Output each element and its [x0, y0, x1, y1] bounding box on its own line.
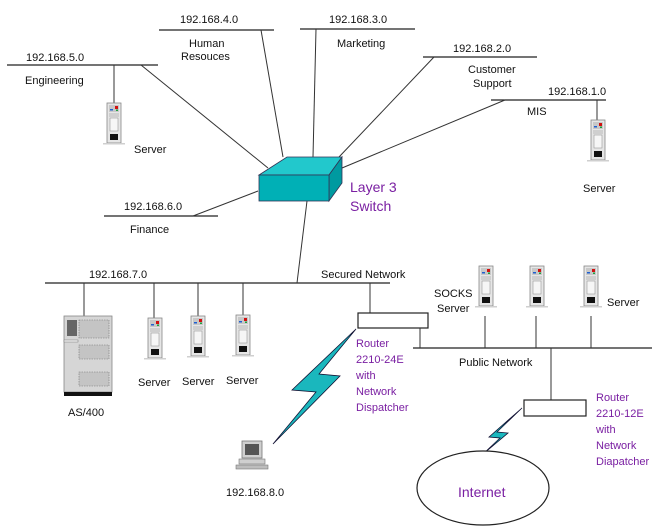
- finance-ip: 192.168.6.0: [124, 201, 182, 213]
- public-server-label: Server: [607, 297, 640, 309]
- router2-line1: Router: [596, 392, 629, 404]
- router1-line3: with: [355, 370, 376, 382]
- router2-line2: 2210-12E: [596, 408, 644, 420]
- mis-name: MIS: [527, 106, 547, 118]
- secured-name: Secured Network: [321, 269, 406, 281]
- mis-link: [341, 99, 506, 169]
- support-name-line2: Support: [473, 78, 512, 90]
- as400-system[interactable]: [63, 315, 113, 396]
- remote-ip-label: 192.168.8.0: [226, 487, 284, 499]
- secured-server-1[interactable]: [143, 317, 167, 360]
- router2-line5: Diapatcher: [596, 456, 650, 468]
- marketing-name: Marketing: [337, 38, 385, 50]
- socks-label-line1: SOCKS: [434, 288, 473, 300]
- switch-label-line2: Switch: [350, 198, 391, 214]
- support-link: [338, 56, 435, 158]
- secured-server-3[interactable]: [231, 314, 255, 357]
- router-2210-12e[interactable]: [523, 399, 587, 417]
- public-server-3[interactable]: [579, 265, 603, 308]
- secured-link: [296, 200, 308, 284]
- as400-label: AS/400: [68, 407, 104, 419]
- layer3-switch[interactable]: [257, 155, 343, 203]
- router1-line5: Dispatcher: [356, 402, 409, 414]
- marketing-link: [312, 28, 317, 158]
- secured-server-2[interactable]: [186, 315, 210, 358]
- secured-server-2-label: Server: [182, 376, 215, 388]
- engineering-name: Engineering: [25, 75, 84, 87]
- router1-line4: Network: [356, 386, 397, 398]
- hr-name-line2: Resouces: [181, 51, 230, 63]
- mis-ip: 192.168.1.0: [548, 86, 606, 98]
- public-server-2[interactable]: [525, 265, 549, 308]
- switch-top: [257, 156, 343, 176]
- router1-line2: 2210-24E: [356, 354, 404, 366]
- marketing-ip: 192.168.3.0: [329, 14, 387, 26]
- secured-server-1-label: Server: [138, 377, 171, 389]
- switch-front: [258, 174, 330, 202]
- router2-line3: with: [595, 424, 616, 436]
- socks-label-line2: Server: [437, 303, 470, 315]
- router-2210-24e[interactable]: [357, 312, 429, 329]
- support-ip: 192.168.2.0: [453, 43, 511, 55]
- public-name: Public Network: [459, 357, 533, 369]
- wireless-link-bolt-small: [481, 407, 523, 456]
- mis-server[interactable]: [586, 119, 610, 162]
- wireless-link-bolt-large: [272, 328, 357, 445]
- switch-label-line1: Layer 3: [350, 179, 397, 195]
- engineering-link: [140, 64, 269, 169]
- router2-line4: Network: [596, 440, 637, 452]
- secured-ip: 192.168.7.0: [89, 269, 147, 281]
- support-name-line1: Customer: [468, 64, 516, 76]
- socks-server[interactable]: [474, 265, 498, 308]
- finance-link: [192, 190, 259, 217]
- hr-ip: 192.168.4.0: [180, 14, 238, 26]
- finance-name: Finance: [130, 224, 169, 236]
- hr-name-line1: Human: [189, 38, 224, 50]
- engineering-ip: 192.168.5.0: [26, 52, 84, 64]
- engineering-server[interactable]: [102, 102, 126, 145]
- engineering-server-label: Server: [134, 144, 167, 156]
- mis-server-label: Server: [583, 183, 616, 195]
- hr-link: [260, 29, 284, 158]
- internet-label: Internet: [458, 484, 506, 500]
- remote-workstation[interactable]: [235, 440, 269, 470]
- secured-server-3-label: Server: [226, 375, 259, 387]
- router1-line1: Router: [356, 338, 389, 350]
- internet-cloud[interactable]: [416, 450, 550, 526]
